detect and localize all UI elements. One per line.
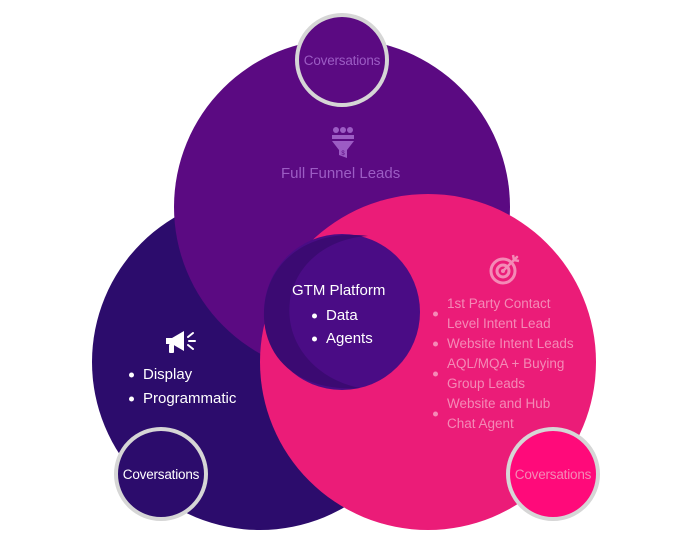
list-item-line: Group Leads: [447, 376, 526, 391]
list-item: Data: [310, 304, 373, 327]
list-item-line: Level Intent Lead: [447, 316, 551, 331]
right-bubble-text: Coversations: [514, 466, 592, 482]
right-section-list: 1st Party Contact Level Intent Lead Webs…: [431, 294, 574, 434]
top-bubble-circle: [295, 13, 389, 107]
list-item-line: 1st Party Contact: [447, 296, 551, 311]
list-item-line: AQL/MQA + Buying: [447, 356, 565, 371]
list-item: Programmatic: [127, 387, 236, 411]
list-item-line: Website Intent Leads: [447, 336, 574, 351]
top-bubble-text: Coversations: [303, 52, 381, 68]
svg-text:$: $: [341, 151, 345, 157]
left-bubble-label: Coversations: [111, 454, 211, 494]
list-item-line: Website and Hub: [447, 396, 551, 411]
center-swirl: [263, 234, 368, 389]
list-item: Display: [127, 363, 236, 387]
list-item: Website Intent Leads: [431, 334, 574, 354]
list-item: Website and Hub Chat Agent: [431, 394, 574, 434]
funnel-people-icon: $: [332, 127, 354, 158]
left-section-list: Display Programmatic: [127, 363, 236, 411]
list-item: Agents: [310, 327, 373, 350]
megaphone-icon: [166, 331, 196, 353]
center-title: GTM Platform: [292, 282, 386, 299]
list-item: 1st Party Contact Level Intent Lead: [431, 294, 574, 334]
list-item: AQL/MQA + Buying Group Leads: [431, 354, 574, 394]
center-list: Data Agents: [310, 304, 373, 350]
right-bubble-label: Coversations: [503, 454, 603, 494]
top-bubble-label: Coversations: [292, 40, 392, 80]
top-section-title: Full Funnel Leads: [281, 165, 401, 182]
list-item-line: Chat Agent: [447, 416, 514, 431]
left-bubble-text: Coversations: [122, 466, 200, 482]
left-bubble-circle: [114, 427, 208, 521]
target-icon: [489, 254, 520, 285]
